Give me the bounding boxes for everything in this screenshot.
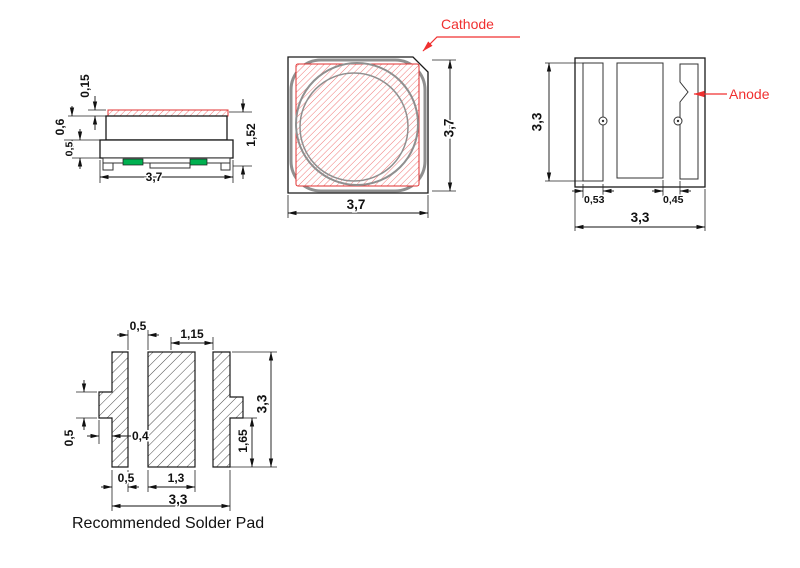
dim-side-total-height-label: 1,52 <box>244 123 258 147</box>
dim-lens-height: 0,6 <box>52 106 75 150</box>
dim-tab-depth-label: 0,4 <box>132 429 149 443</box>
side-view: 0,15 0,6 0,5 1,52 3,7 <box>52 72 260 186</box>
dim-center-to-anode-pad-label: 1,15 <box>180 327 204 341</box>
bottom-right-index-dot <box>676 119 680 123</box>
dim-top-width: 3,7 <box>287 195 429 218</box>
side-foot-left <box>102 162 114 171</box>
side-lens-body <box>105 115 228 141</box>
dim-center-to-anode-pad: 1,15 <box>170 326 214 350</box>
top-lens-circle-inner <box>299 72 409 182</box>
cathode-callout: Cathode <box>422 15 520 52</box>
dim-pad-gap: 0,5 <box>117 318 159 350</box>
solder-pad-caption: Recommended Solder Pad <box>72 515 264 532</box>
dim-base-height-label: 0,5 <box>64 142 76 157</box>
dim-anode-pad-lower-height: 1,65 <box>230 417 277 468</box>
dim-pad-total-width-label: 3,3 <box>169 492 188 507</box>
dim-bottom-width-label: 3,3 <box>631 210 650 225</box>
solder-pad-cathode <box>98 351 129 468</box>
dim-top-height-label: 3,7 <box>442 119 457 138</box>
dim-bottom-width: 3,3 <box>574 189 706 231</box>
bottom-anode-pad <box>679 63 699 180</box>
side-green-pad-left <box>122 158 144 166</box>
dim-cathode-pad-width: 0,53 <box>572 184 614 208</box>
dim-side-width-label: 3,7 <box>146 170 163 184</box>
top-view: Cathode 3,7 3,7 <box>287 15 520 218</box>
dim-phosphor-thickness-label: 0,15 <box>78 74 92 98</box>
side-bottom-strip <box>102 157 231 164</box>
dim-phosphor-thickness: 0,15 <box>77 72 98 130</box>
dim-tab-height-label: 0,5 <box>62 429 76 446</box>
dim-cathode-pad-width-label: 0,53 <box>584 194 605 206</box>
dim-side-pad-width-label: 0,5 <box>118 471 135 485</box>
top-ceramic-outline <box>289 58 427 193</box>
side-green-pad-right <box>189 158 208 166</box>
dim-tab-depth: 0,4 <box>87 420 151 445</box>
bottom-left-index-dot <box>601 119 605 123</box>
dim-pad-total-height-label: 3,3 <box>255 394 270 413</box>
anode-callout: Anode <box>693 85 771 103</box>
dim-center-pad-width: 1,3 <box>147 470 196 492</box>
anode-label: Anode <box>729 86 770 102</box>
top-lens-circle-outer <box>295 62 419 186</box>
solder-pad-view: 0,5 1,15 0,4 0,5 0 <box>61 318 277 532</box>
dim-pad-total-height: 3,3 <box>232 351 277 468</box>
bottom-view: Anode 3,3 0,53 0,45 <box>528 57 771 231</box>
dim-bottom-height-label: 3,3 <box>530 112 545 131</box>
solder-pad-center <box>147 351 196 468</box>
cathode-label: Cathode <box>441 16 494 32</box>
dim-side-width: 3,7 <box>99 160 234 186</box>
dim-top-width-label: 3,7 <box>347 197 366 212</box>
side-phosphor-layer <box>107 109 229 117</box>
dim-pad-total-width: 3,3 <box>111 470 231 511</box>
dim-top-height: 3,7 <box>432 59 458 192</box>
side-base <box>99 139 234 159</box>
dim-anode-pad-lower-height-label: 1,65 <box>236 429 250 453</box>
dim-pad-gap-label: 0,5 <box>130 319 147 333</box>
dim-side-total-height: 1,52 <box>229 99 260 179</box>
side-foot-right <box>220 162 231 171</box>
dim-side-pad-width: 0,5 <box>101 470 139 511</box>
dim-bottom-height: 3,3 <box>528 62 583 182</box>
dim-tab-height: 0,5 <box>61 380 97 448</box>
bottom-center-pad <box>616 62 664 179</box>
dim-lens-height-label: 0,6 <box>53 118 67 135</box>
dim-anode-gap-width-label: 0,45 <box>663 194 684 206</box>
dim-base-height: 0,5 <box>62 129 83 169</box>
side-foot-center <box>149 162 191 169</box>
dim-anode-gap-width: 0,45 <box>652 180 691 208</box>
dim-center-pad-width-label: 1,3 <box>168 471 185 485</box>
